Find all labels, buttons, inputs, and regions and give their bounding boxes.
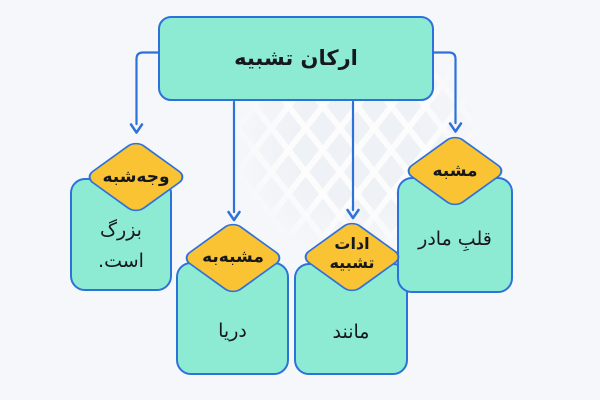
root-node-simile-elements: ارکان تشبیه: [158, 16, 434, 101]
arrowhead-right: [448, 122, 463, 133]
connector-right: [432, 51, 457, 125]
connector-left: [135, 51, 160, 126]
node-adat-e-tashbih-tag: ادات تشبیه: [329, 233, 375, 272]
node-wajh-e-shabah-tag: وجه‌شبه: [102, 166, 170, 187]
node-moshabbah-bih-value: دریا: [218, 320, 247, 343]
arrowhead-mid-left: [227, 210, 241, 222]
diagram-title: ارکان تشبیه: [234, 46, 358, 71]
node-adat-e-tashbih-value: مانند: [332, 320, 370, 343]
node-wajh-e-shabah-value: بزرگ است.: [98, 218, 144, 272]
node-moshabbah-value: قلبِ مادر: [418, 228, 492, 251]
arrowhead-left: [129, 123, 144, 134]
node-moshabbah-tag: مشبه: [432, 160, 478, 181]
node-moshabbah-bih-tag: مشبه‌به: [202, 246, 264, 267]
arrowhead-mid-right: [346, 208, 360, 220]
